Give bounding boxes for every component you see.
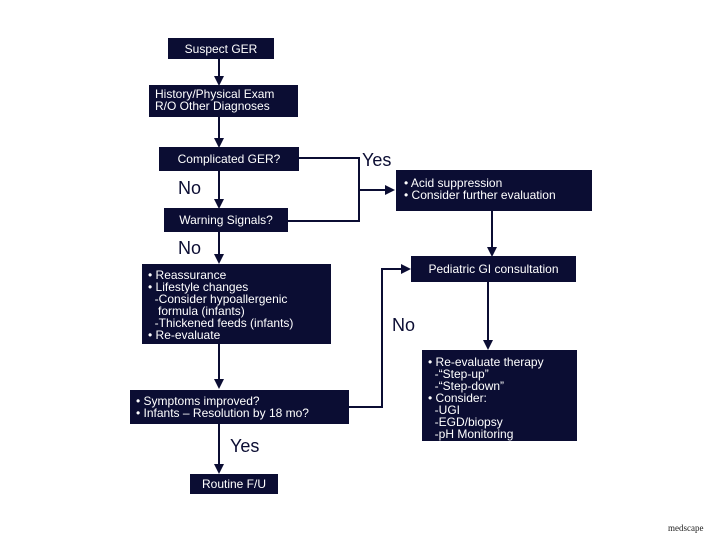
edge-label-no-1: No — [178, 178, 202, 198]
reevaluate-line: -pH Monitoring — [428, 427, 514, 441]
reassurance-line: formula (infants) — [148, 304, 245, 318]
edge-label-no-right: No — [392, 315, 416, 335]
suspect-ger-text: Suspect GER — [184, 41, 258, 56]
symptoms-line: • Symptoms improved? — [136, 394, 260, 408]
symptoms-box: • Symptoms improved? • Infants – Resolut… — [130, 390, 349, 424]
reassurance-line: • Re-evaluate — [148, 328, 221, 342]
acid-suppression-box: • Acid suppression • Consider further ev… — [396, 170, 592, 211]
routine-fu-box: Routine F/U — [190, 474, 278, 494]
edge-label-yes-bottom: Yes — [230, 436, 260, 456]
complicated-ger-box: Complicated GER? — [159, 147, 299, 171]
edge-label-yes-top: Yes — [362, 150, 392, 170]
history-line: R/O Other Diagnoses — [155, 99, 270, 113]
source-credit: medscape — [668, 523, 704, 533]
arrow-symptoms-no-to-pediatric — [349, 264, 411, 408]
acid-line: • Consider further evaluation — [404, 188, 556, 202]
acid-line: • Acid suppression — [404, 176, 503, 190]
reevaluate-line: -UGI — [428, 403, 460, 417]
reevaluate-therapy-box: • Re-evaluate therapy -“Step-up” -“Step-… — [422, 350, 577, 441]
routine-fu-text: Routine F/U — [201, 477, 267, 491]
warning-signals-text: Warning Signals? — [179, 213, 273, 227]
warning-signals-box: Warning Signals? — [164, 208, 288, 232]
reassurance-line: -Consider hypoallergenic — [148, 292, 288, 306]
reassurance-line: -Thickened feeds (infants) — [148, 316, 294, 330]
complicated-ger-text: Complicated GER? — [177, 152, 281, 166]
reevaluate-line: -EGD/biopsy — [428, 415, 503, 429]
reevaluate-line: • Re-evaluate therapy — [428, 355, 544, 369]
history-box: History/Physical Exam R/O Other Diagnose… — [149, 85, 298, 117]
reevaluate-line: -“Step-up” — [428, 367, 489, 381]
reassurance-box: • Reassurance • Lifestyle changes -Consi… — [142, 264, 331, 344]
reevaluate-line: • Consider: — [428, 391, 487, 405]
edge-label-no-2: No — [178, 238, 202, 258]
reevaluate-line: -“Step-down” — [428, 379, 505, 393]
pediatric-gi-text: Pediatric GI consultation — [428, 262, 559, 276]
suspect-ger-box: Suspect GER — [168, 38, 274, 59]
reassurance-line: • Lifestyle changes — [148, 280, 249, 294]
reassurance-line: • Reassurance — [148, 268, 227, 282]
symptoms-line: • Infants – Resolution by 18 mo? — [136, 406, 309, 420]
history-line: History/Physical Exam — [155, 87, 275, 101]
pediatric-gi-box: Pediatric GI consultation — [411, 256, 576, 282]
